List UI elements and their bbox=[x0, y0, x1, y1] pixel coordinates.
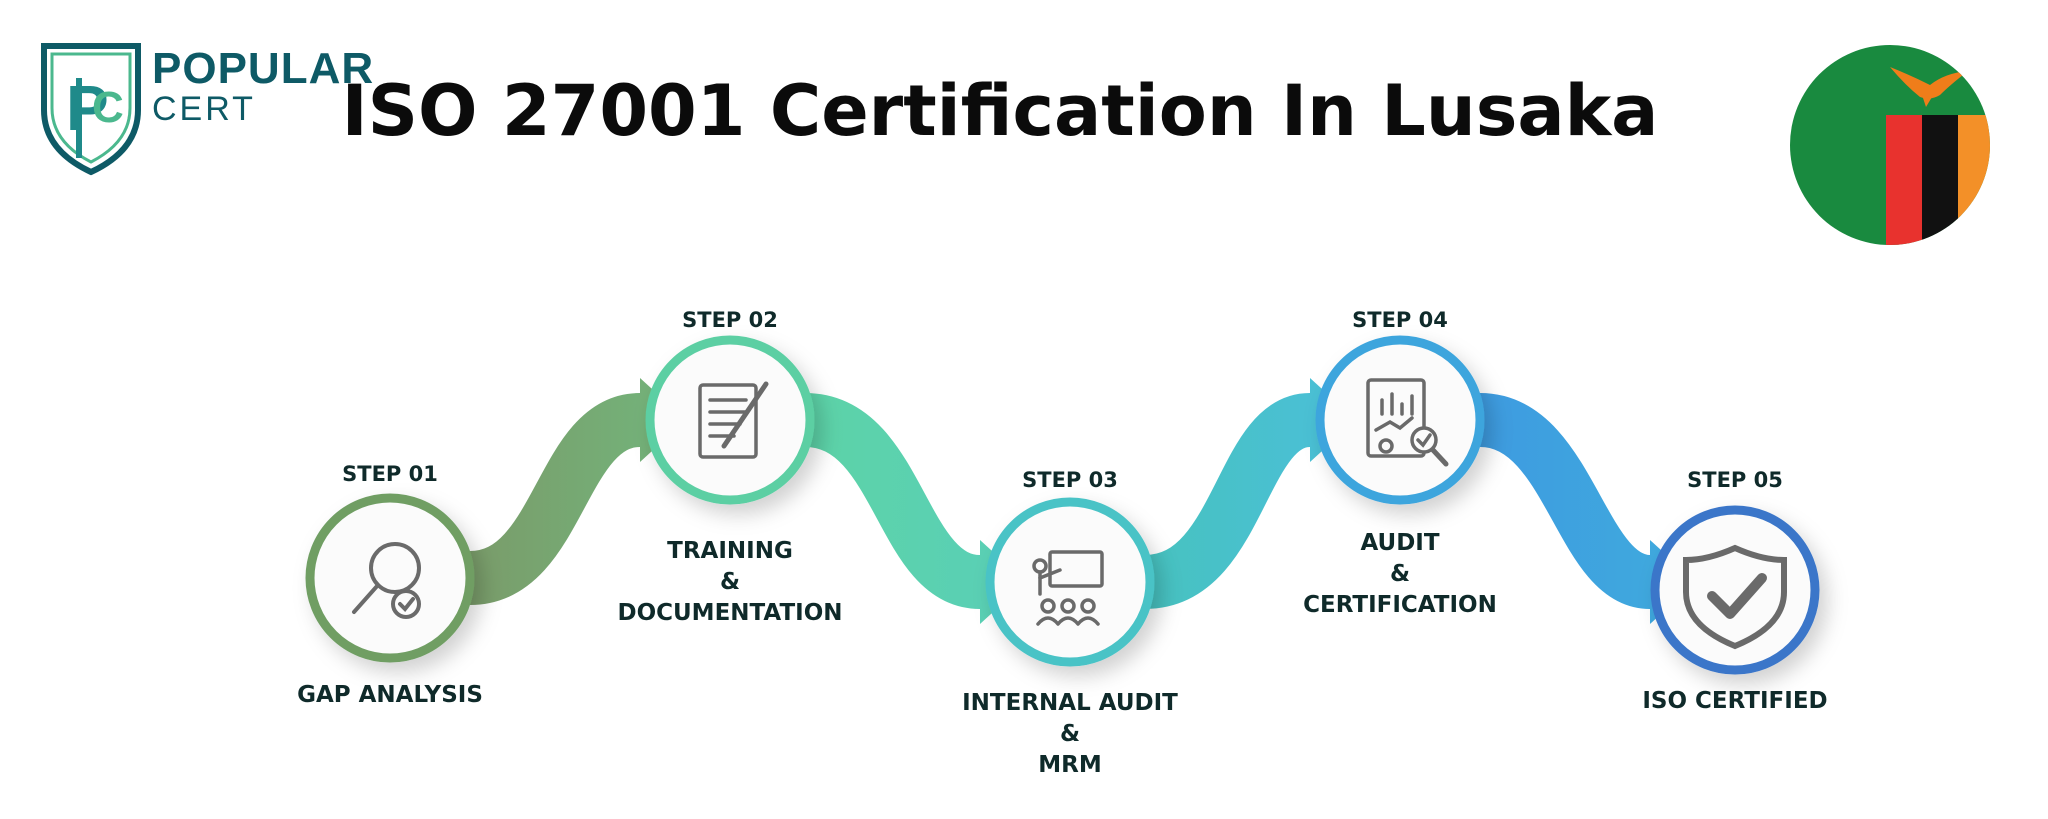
presentation-icon bbox=[1032, 550, 1104, 626]
step-4-label-line-1: AUDIT bbox=[1360, 530, 1440, 556]
step-3-label-line-3: MRM bbox=[1038, 752, 1102, 778]
step-5-node bbox=[1650, 505, 1820, 675]
step-5-label-line: ISO CERTIFIED bbox=[1642, 688, 1828, 714]
shield-logo-icon: P C bbox=[41, 43, 141, 176]
step-2-label-line-3: DOCUMENTATION bbox=[617, 600, 843, 626]
svg-text:P: P bbox=[66, 72, 109, 144]
brand-name-line2: CERT bbox=[152, 90, 256, 128]
step-4-node bbox=[1315, 335, 1485, 505]
step-2-title: STEP 02 bbox=[682, 308, 778, 332]
step-3-label-line-2: & bbox=[1059, 721, 1081, 747]
report-magnifier-icon bbox=[1366, 378, 1449, 467]
shield-check-icon bbox=[1683, 544, 1787, 650]
step-1-title: STEP 01 bbox=[342, 462, 438, 486]
step-3-label: INTERNAL AUDIT & MRM bbox=[920, 688, 1220, 781]
step-5-label: ISO CERTIFIED bbox=[1585, 686, 1885, 717]
step-4-label-line-3: CERTIFICATION bbox=[1303, 592, 1497, 618]
step-2-label-line-1: TRAINING bbox=[667, 538, 793, 564]
step-2-label-line-2: & bbox=[719, 569, 741, 595]
step-1-label: GAP ANALYSIS bbox=[240, 680, 540, 711]
document-pen-icon bbox=[698, 381, 769, 459]
step-1-label-line: GAP ANALYSIS bbox=[297, 682, 483, 708]
brand-name-line1: POPULAR bbox=[152, 44, 375, 93]
zambia-flag-icon bbox=[1790, 45, 1990, 245]
step-2-label: TRAINING & DOCUMENTATION bbox=[580, 536, 880, 629]
brand-logo: P C POPULAR CERT bbox=[36, 38, 373, 178]
step-1-node bbox=[305, 493, 475, 663]
step-5-title: STEP 05 bbox=[1687, 468, 1783, 492]
step-4-label-line-2: & bbox=[1389, 561, 1411, 587]
page-title: ISO 27001 Certification In Lusaka bbox=[341, 70, 1659, 152]
step-2-node bbox=[645, 335, 815, 505]
step-3-label-line-1: INTERNAL AUDIT bbox=[962, 690, 1178, 716]
step-3-title: STEP 03 bbox=[1022, 468, 1118, 492]
step-4-label: AUDIT & CERTIFICATION bbox=[1250, 528, 1550, 621]
svg-text:C: C bbox=[92, 83, 124, 132]
step-3-node bbox=[985, 497, 1155, 667]
step-4-title: STEP 04 bbox=[1352, 308, 1448, 332]
magnifier-check-icon bbox=[352, 542, 421, 619]
